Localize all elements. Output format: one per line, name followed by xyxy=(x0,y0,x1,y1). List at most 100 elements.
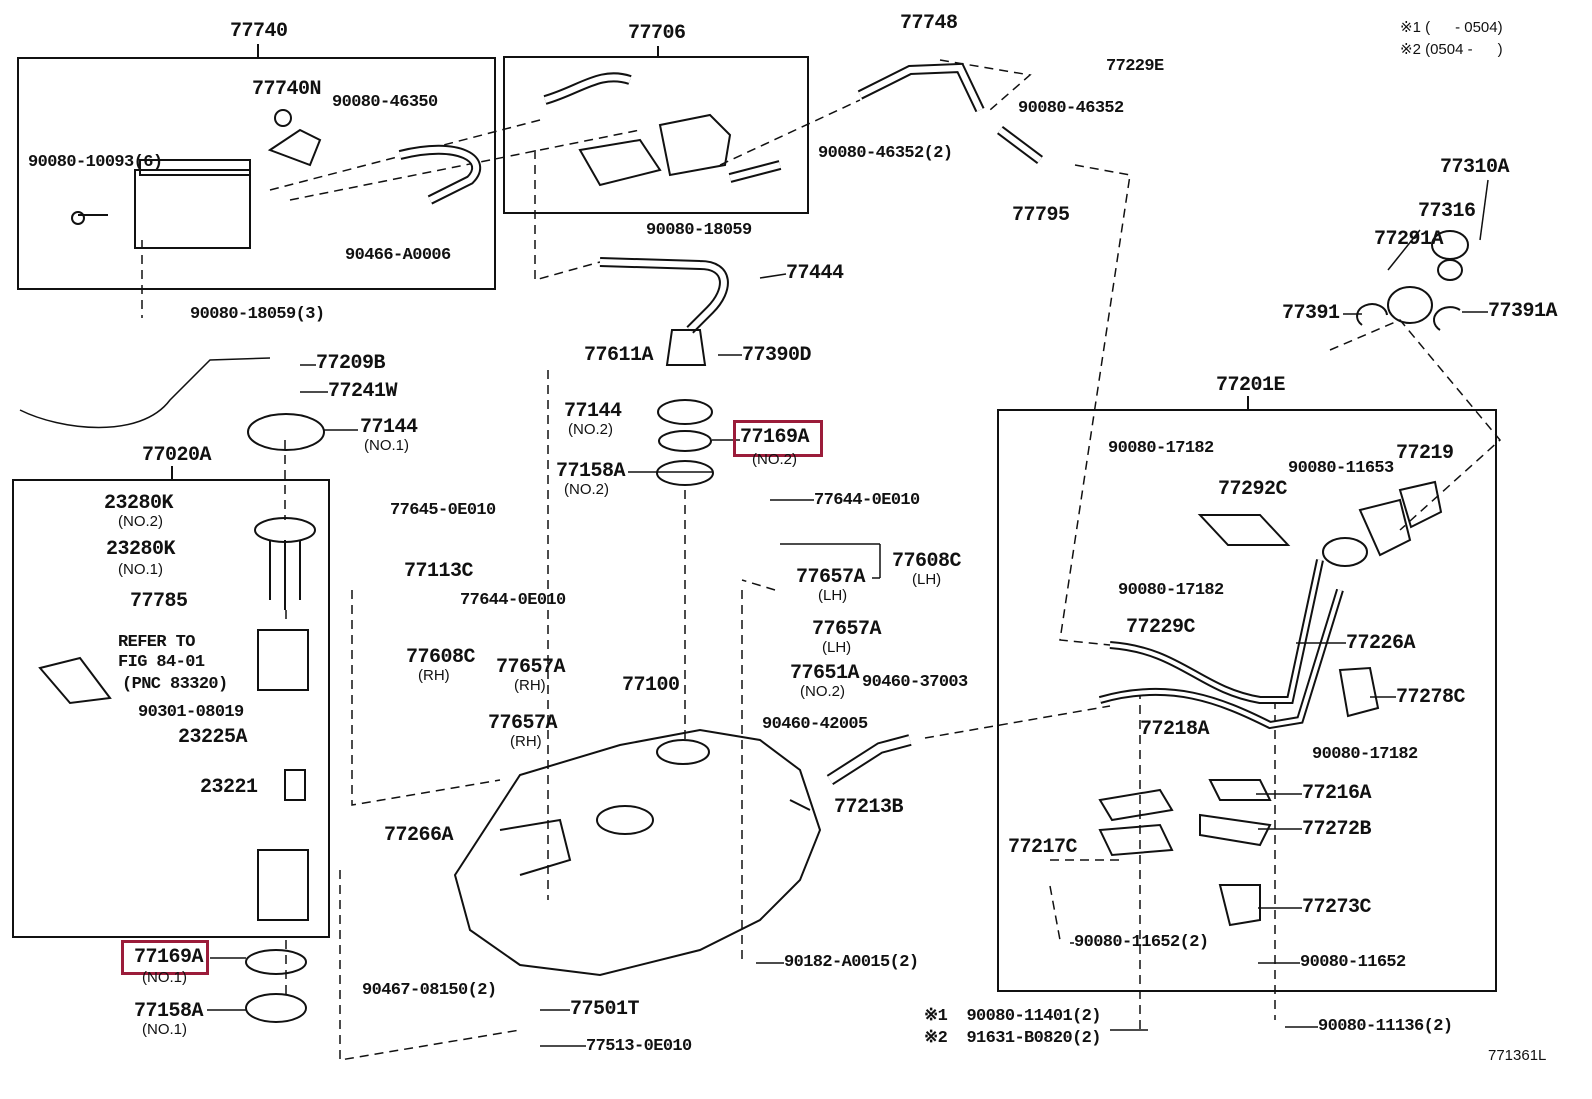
part-number-label: 77020A xyxy=(142,444,212,467)
part-number-label: 77608C xyxy=(892,550,962,573)
part-number-label: 77645-0E010 xyxy=(390,501,496,520)
cap-77310A xyxy=(1356,230,1469,331)
part-number-label: 77611A xyxy=(584,344,654,367)
part-number-label: 90460-37003 xyxy=(862,673,968,692)
part-number-label: 77513-0E010 xyxy=(586,1037,692,1056)
part-number-label: 77229C xyxy=(1126,616,1196,639)
part-number-label: 90467-08150(2) xyxy=(362,981,497,1000)
part-qualifier-label: (RH) xyxy=(510,733,542,750)
part-number-label: 77266A xyxy=(384,824,454,847)
part-number-label: 77158A xyxy=(556,460,626,483)
part-number-label: 77272B xyxy=(1302,818,1372,841)
part-number-label: 77213B xyxy=(834,796,904,819)
part-qualifier-label: (LH) xyxy=(912,571,942,588)
part-number-label: 90080-46350 xyxy=(332,93,438,112)
hoses xyxy=(19,62,1043,786)
part-number-label: ※1 ( - 0504) xyxy=(1400,19,1503,36)
part-number-label: 77657A xyxy=(496,656,566,679)
part-qualifier-label: (NO.2) xyxy=(800,683,845,700)
box-leaders xyxy=(171,44,1249,480)
part-number-label: 23225A xyxy=(178,726,248,749)
part-number-label: 77748 xyxy=(900,12,958,35)
part-number-label: 77740 xyxy=(230,20,288,43)
part-number-label: 77169A xyxy=(134,946,204,969)
part-number-label: 77226A xyxy=(1346,632,1416,655)
part-qualifier-label: (RH) xyxy=(514,677,546,694)
pump-assembly xyxy=(38,517,316,921)
part-qualifier-label: (NO.1) xyxy=(142,969,187,986)
part-number-label: 90080-17182 xyxy=(1312,745,1418,764)
part-number-label: ※2 (0504 - ) xyxy=(1400,41,1503,58)
part-number-label: 90080-46352 xyxy=(1018,99,1124,118)
filler-pipe-77201E xyxy=(1098,480,1443,927)
fuel-tank-77100 xyxy=(453,728,822,977)
part-number-label: 23280K xyxy=(104,492,174,515)
part-number-label: 90080-17182 xyxy=(1108,439,1214,458)
part-number-label: 77278C xyxy=(1396,686,1466,709)
part-number-label: 77158A xyxy=(134,1000,204,1023)
part-number-label: 77292C xyxy=(1218,478,1288,501)
part-number-label: 77100 xyxy=(622,674,680,697)
part-number-label: 77113C xyxy=(404,560,474,583)
part-number-label: 77316 xyxy=(1418,200,1476,223)
part-number-label: 77391 xyxy=(1282,302,1340,325)
part-number-label: 77657A xyxy=(796,566,866,589)
part-number-label: 77217C xyxy=(1008,836,1078,859)
part-qualifier-label: (NO.2) xyxy=(752,451,797,468)
part-number-label: 90080-18059(3) xyxy=(190,305,325,324)
part-number-label: ※1 90080-11401(2) xyxy=(924,1007,1101,1026)
vent-valve-77706 xyxy=(578,113,732,187)
part-number-label: 77310A xyxy=(1440,156,1510,179)
part-number-label: REFER TO xyxy=(118,633,195,652)
part-number-label: 77273C xyxy=(1302,896,1372,919)
part-number-label: 77501T xyxy=(570,998,640,1021)
part-number-label: 77218A xyxy=(1140,718,1210,741)
part-number-label: 90080-11652(2) xyxy=(1074,933,1209,952)
figure-id-label: 771361L xyxy=(1488,1047,1547,1064)
part-number-label: 77144 xyxy=(564,400,622,423)
part-number-label: 90080-11136(2) xyxy=(1318,1017,1453,1036)
part-number-label: 77391A xyxy=(1488,300,1558,323)
dashed-guides xyxy=(141,59,1502,1061)
part-number-label: (PNC 83320) xyxy=(122,675,228,694)
part-number-label: 90080-11652 xyxy=(1300,953,1406,972)
part-number-label: 90080-11653 xyxy=(1288,459,1394,478)
part-number-label: 77657A xyxy=(488,712,558,735)
group-box-77706 xyxy=(503,56,809,214)
part-number-label: 77219 xyxy=(1396,442,1454,465)
part-qualifier-label: (NO.1) xyxy=(364,437,409,454)
highlight-box-77169A-no2 xyxy=(733,420,823,457)
part-qualifier-label: (NO.1) xyxy=(142,1021,187,1038)
part-number-label: 77241W xyxy=(328,380,398,403)
part-number-label: 77201E xyxy=(1216,374,1286,397)
part-number-label: 77657A xyxy=(812,618,882,641)
part-qualifier-label: (NO.2) xyxy=(118,513,163,530)
part-number-label: 77740N xyxy=(252,78,322,101)
group-box-77740 xyxy=(17,57,496,290)
part-number-label: 77144 xyxy=(360,416,418,439)
part-number-label: 77644-0E010 xyxy=(460,591,566,610)
part-qualifier-label: (LH) xyxy=(822,639,852,656)
part-number-label: 90080-46352(2) xyxy=(818,144,953,163)
part-number-label: 77216A xyxy=(1302,782,1372,805)
part-number-label: 77444 xyxy=(786,262,844,285)
part-number-label: 77651A xyxy=(790,662,860,685)
part-number-label: 90080-10093(6) xyxy=(28,153,163,172)
canister-77740N xyxy=(71,109,322,249)
part-number-label: 77229E xyxy=(1106,57,1164,76)
part-number-label: 23221 xyxy=(200,776,258,799)
highlight-box-77169A-no1 xyxy=(121,940,209,975)
part-number-label: 77706 xyxy=(628,22,686,45)
part-qualifier-label: (LH) xyxy=(818,587,848,604)
part-number-label: 90182-A0015(2) xyxy=(784,953,919,972)
part-number-label: 90460-42005 xyxy=(762,715,868,734)
part-qualifier-label: (NO.2) xyxy=(568,421,613,438)
part-number-label: 90080-18059 xyxy=(646,221,752,240)
part-number-label: 90080-17182 xyxy=(1118,581,1224,600)
part-number-label: ※2 91631-B0820(2) xyxy=(924,1029,1101,1048)
part-number-label: 23280K xyxy=(106,538,176,561)
rings xyxy=(245,329,714,1023)
part-qualifier-label: (NO.2) xyxy=(564,481,609,498)
